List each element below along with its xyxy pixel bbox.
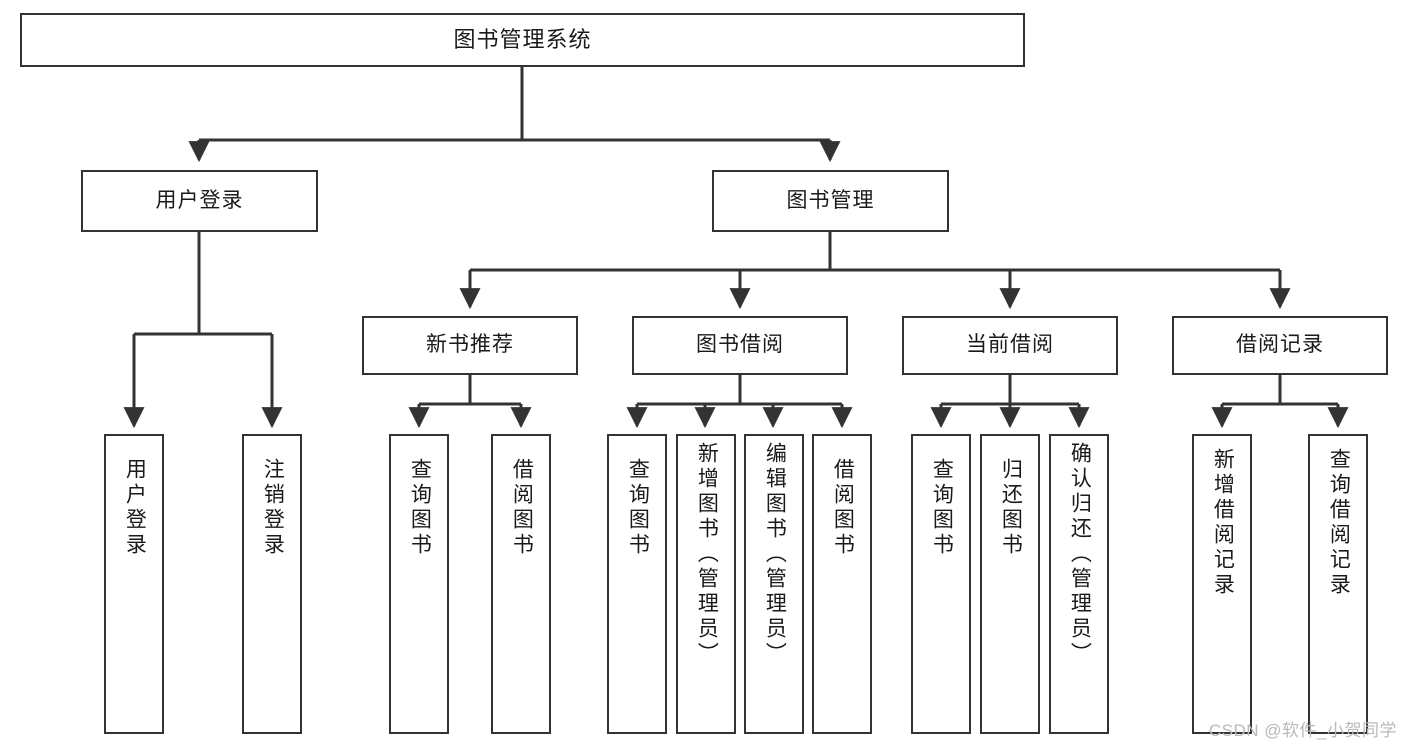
node-label: 查询图书 [408,458,432,558]
node-label: 编辑图书（管理员） [763,442,787,667]
node-user-login[interactable]: 用户登录 [81,170,318,232]
node-label: 图书借阅 [696,333,784,357]
node-label: 查询图书 [626,458,650,558]
node-label: 注销登录 [261,458,285,558]
node-label: 图书管理 [786,188,875,212]
leaf-edit-book-admin[interactable]: 编辑图书（管理员） [744,434,804,734]
leaf-borrow-book-new[interactable]: 借阅图书 [491,434,551,734]
leaf-query-book-current[interactable]: 查询图书 [911,434,971,734]
node-label: 当前借阅 [966,333,1054,357]
node-book-borrowing[interactable]: 图书借阅 [632,316,848,375]
node-label: 借阅图书 [510,458,534,558]
node-root-book-management-system[interactable]: 图书管理系统 [20,13,1025,67]
leaf-user-login[interactable]: 用户登录 [104,434,164,734]
node-label: 确认归还（管理员） [1068,442,1092,667]
node-label: 用户登录 [155,188,244,212]
node-book-management[interactable]: 图书管理 [712,170,949,232]
node-label: 归还图书 [999,458,1023,558]
leaf-return-book[interactable]: 归还图书 [980,434,1040,734]
node-label: 新增图书（管理员） [695,442,719,667]
node-new-book-recommendation[interactable]: 新书推荐 [362,316,578,375]
leaf-add-borrow-record[interactable]: 新增借阅记录 [1192,434,1252,734]
node-label: 查询图书 [930,458,954,558]
node-label: 借阅图书 [831,458,855,558]
leaf-logout[interactable]: 注销登录 [242,434,302,734]
leaf-add-book-admin[interactable]: 新增图书（管理员） [676,434,736,734]
leaf-query-book-borrow[interactable]: 查询图书 [607,434,667,734]
csdn-watermark: CSDN @软件_小贺同学 [1208,721,1397,740]
node-label: 用户登录 [123,458,147,558]
node-label: 新增借阅记录 [1211,448,1235,598]
node-borrow-records[interactable]: 借阅记录 [1172,316,1388,375]
node-current-borrowing[interactable]: 当前借阅 [902,316,1118,375]
leaf-query-book-new[interactable]: 查询图书 [389,434,449,734]
node-label: 借阅记录 [1236,333,1324,357]
node-label: 查询借阅记录 [1327,448,1351,598]
node-label: 新书推荐 [426,333,514,357]
node-label: 图书管理系统 [453,27,592,53]
leaf-borrow-book[interactable]: 借阅图书 [812,434,872,734]
leaf-query-borrow-record[interactable]: 查询借阅记录 [1308,434,1368,734]
leaf-confirm-return-admin[interactable]: 确认归还（管理员） [1049,434,1109,734]
